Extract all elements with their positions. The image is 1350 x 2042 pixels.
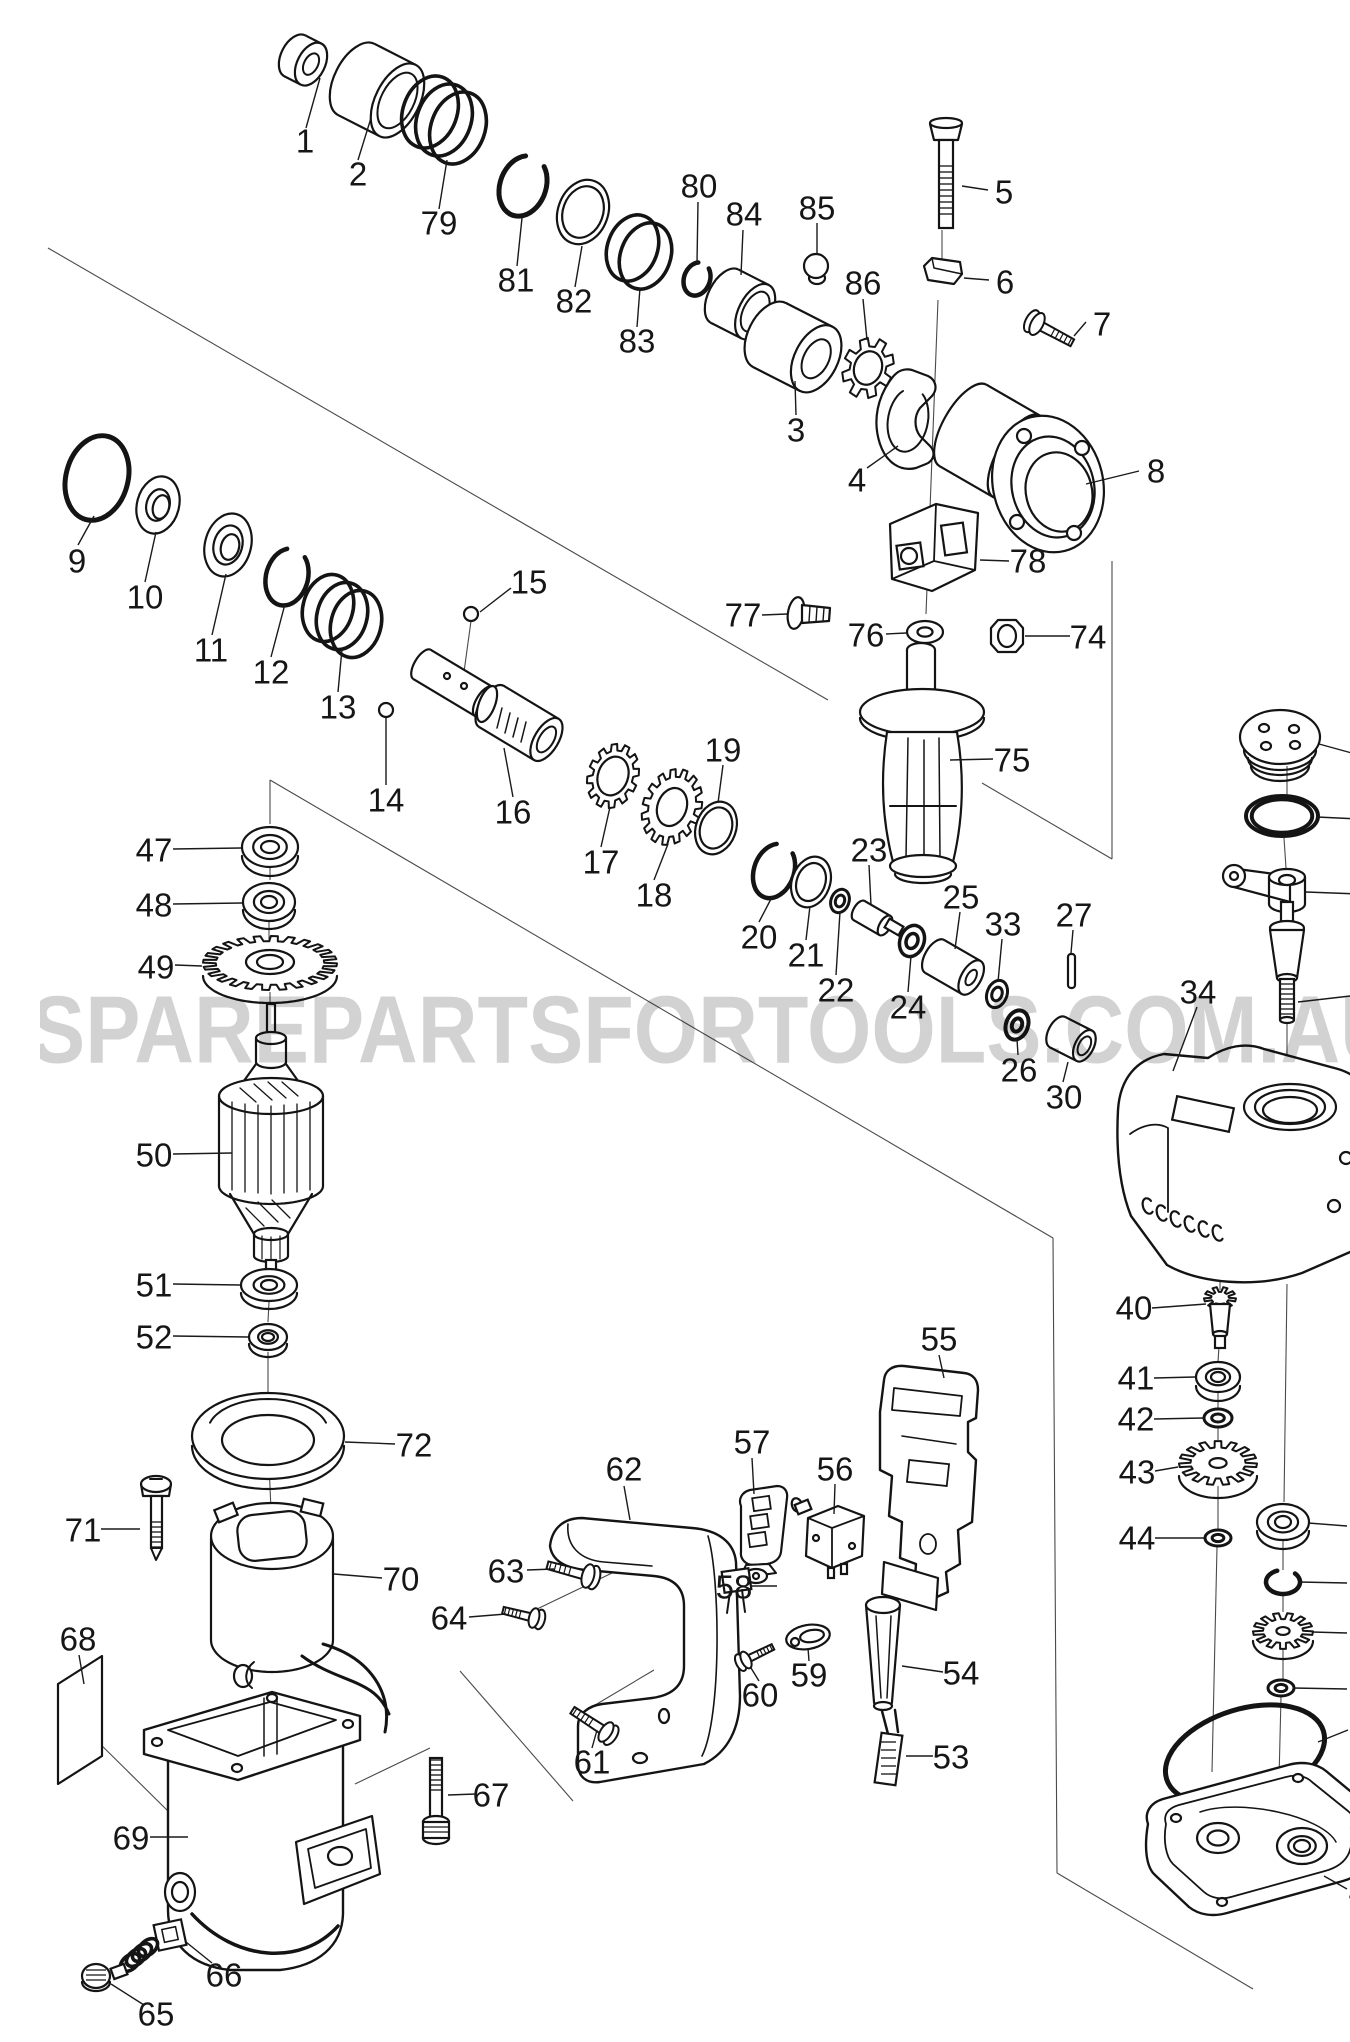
part-label-85: 85	[799, 190, 836, 227]
part-label-42: 42	[1118, 1401, 1155, 1438]
part-label-21: 21	[788, 937, 825, 974]
part-label-7: 7	[1093, 306, 1111, 343]
part-28-o-ring-cap	[1246, 796, 1318, 836]
part-label-41: 41	[1118, 1360, 1155, 1397]
part-label-76: 76	[848, 617, 885, 654]
part-label-20: 20	[741, 919, 778, 956]
part-label-53: 53	[933, 1739, 970, 1776]
part-label-55: 55	[921, 1321, 958, 1358]
part-label-12: 12	[253, 654, 290, 691]
part-label-22: 22	[818, 972, 855, 1009]
part-label-30: 30	[1046, 1079, 1083, 1116]
part-label-62: 62	[606, 1451, 643, 1488]
part-label-61: 61	[574, 1744, 611, 1781]
part-6-clamp-plate	[924, 258, 962, 284]
part-label-51: 51	[136, 1267, 173, 1304]
part-label-86: 86	[845, 265, 882, 302]
part-label-83: 83	[619, 323, 656, 360]
part-label-47: 47	[136, 832, 173, 869]
part-label-9: 9	[68, 543, 86, 580]
part-label-64: 64	[431, 1600, 468, 1637]
part-label-14: 14	[368, 782, 405, 819]
part-label-18: 18	[636, 877, 673, 914]
part-label-82: 82	[556, 283, 593, 320]
part-label-80: 80	[681, 168, 718, 205]
part-label-3: 3	[787, 412, 805, 449]
part-label-78: 78	[1010, 543, 1047, 580]
part-label-50: 50	[136, 1137, 173, 1174]
part-15-steel-ball	[464, 607, 478, 621]
part-label-70: 70	[383, 1561, 420, 1598]
part-label-69: 69	[113, 1820, 150, 1857]
part-label-81: 81	[498, 262, 535, 299]
part-74-hex-nut	[991, 620, 1023, 652]
part-label-11: 11	[194, 632, 228, 669]
part-label-52: 52	[136, 1319, 173, 1356]
part-label-17: 17	[583, 844, 620, 881]
part-label-79: 79	[421, 205, 458, 242]
part-label-77: 77	[725, 597, 762, 634]
part-label-33: 33	[985, 906, 1022, 943]
part-label-25: 25	[943, 879, 980, 916]
part-label-72: 72	[396, 1427, 433, 1464]
part-label-10: 10	[127, 579, 164, 616]
part-label-74: 74	[1070, 619, 1107, 656]
part-label-54: 54	[943, 1655, 980, 1692]
part-label-24: 24	[890, 989, 927, 1026]
watermark-text: SPAREPARTSFORTOOLS.COM.AU	[40, 977, 1350, 1084]
part-label-75: 75	[994, 742, 1031, 779]
part-label-40: 40	[1116, 1290, 1153, 1327]
part-label-66: 66	[206, 1957, 243, 1994]
part-label-63: 63	[488, 1553, 525, 1590]
part-label-84: 84	[726, 196, 763, 233]
part-14-steel-ball	[379, 703, 393, 717]
part-label-5: 5	[995, 174, 1013, 211]
part-label-59: 59	[791, 1657, 828, 1694]
part-label-57: 57	[734, 1424, 771, 1461]
part-29-crank-cap	[1240, 710, 1320, 781]
part-label-71: 71	[65, 1512, 102, 1549]
part-label-48: 48	[136, 887, 173, 924]
part-label-15: 15	[511, 564, 548, 601]
part-label-8: 8	[1147, 453, 1165, 490]
part-label-1: 1	[296, 123, 314, 160]
part-label-58: 58	[716, 1569, 753, 1606]
part-label-43: 43	[1119, 1454, 1156, 1491]
part-label-49: 49	[138, 949, 175, 986]
part-39-washer	[1268, 1680, 1294, 1696]
part-label-16: 16	[495, 794, 532, 831]
part-label-65: 65	[138, 1996, 175, 2027]
part-label-26: 26	[1001, 1052, 1038, 1089]
part-label-19: 19	[705, 732, 742, 769]
part-label-6: 6	[996, 264, 1014, 301]
part-label-13: 13	[320, 689, 357, 726]
part-label-67: 67	[473, 1777, 510, 1814]
part-42-washer	[1204, 1409, 1232, 1427]
part-label-27: 27	[1056, 897, 1093, 934]
part-label-56: 56	[817, 1451, 854, 1488]
part-label-2: 2	[349, 156, 367, 193]
part-label-4: 4	[848, 462, 866, 499]
part-label-60: 60	[742, 1677, 779, 1714]
part-44-washer	[1205, 1530, 1231, 1546]
part-76-flat-washer	[907, 621, 943, 643]
part-label-34: 34	[1180, 974, 1217, 1011]
part-label-68: 68	[60, 1621, 97, 1658]
part-label-44: 44	[1119, 1520, 1156, 1557]
part-label-23: 23	[851, 832, 888, 869]
